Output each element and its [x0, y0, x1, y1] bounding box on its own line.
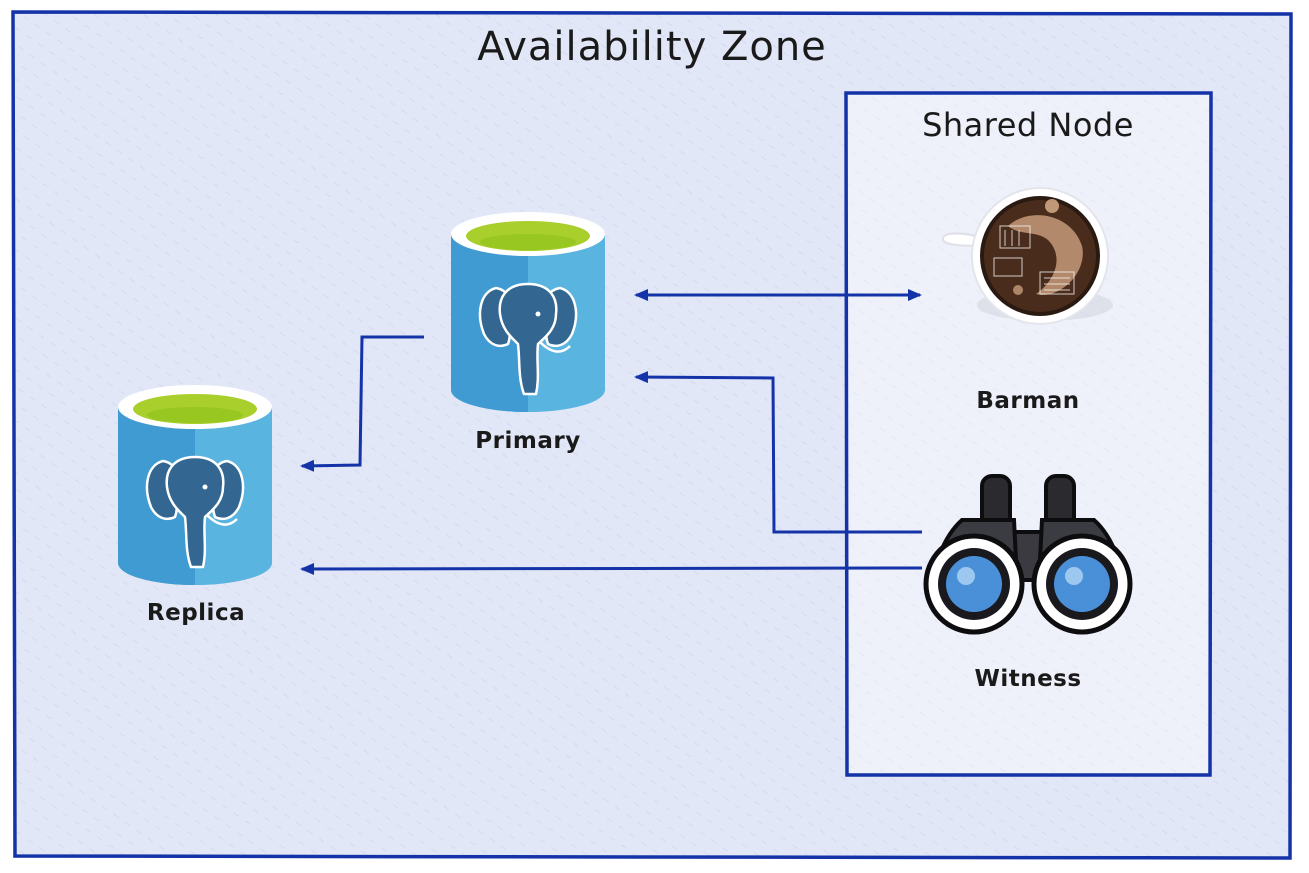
barman-label: Barman — [976, 388, 1080, 414]
primary-label: Primary — [475, 428, 581, 454]
binoculars-icon — [923, 474, 1133, 635]
witness-primary-arrow — [634, 371, 922, 534]
witness-replica-arrow — [300, 562, 923, 575]
witness-label: Witness — [974, 666, 1082, 692]
coffee-cup-icon — [941, 187, 1113, 325]
primary-replica-arrow — [300, 335, 424, 472]
replica-label: Replica — [146, 600, 246, 626]
primary-postgres-icon — [449, 210, 607, 414]
replica-postgres-icon — [116, 383, 274, 587]
availability-zone-title: Availability Zone — [477, 24, 827, 70]
shared-node-title: Shared Node — [922, 106, 1134, 144]
availability-zone-border — [11, 10, 1293, 860]
shared-node-border — [844, 91, 1213, 777]
